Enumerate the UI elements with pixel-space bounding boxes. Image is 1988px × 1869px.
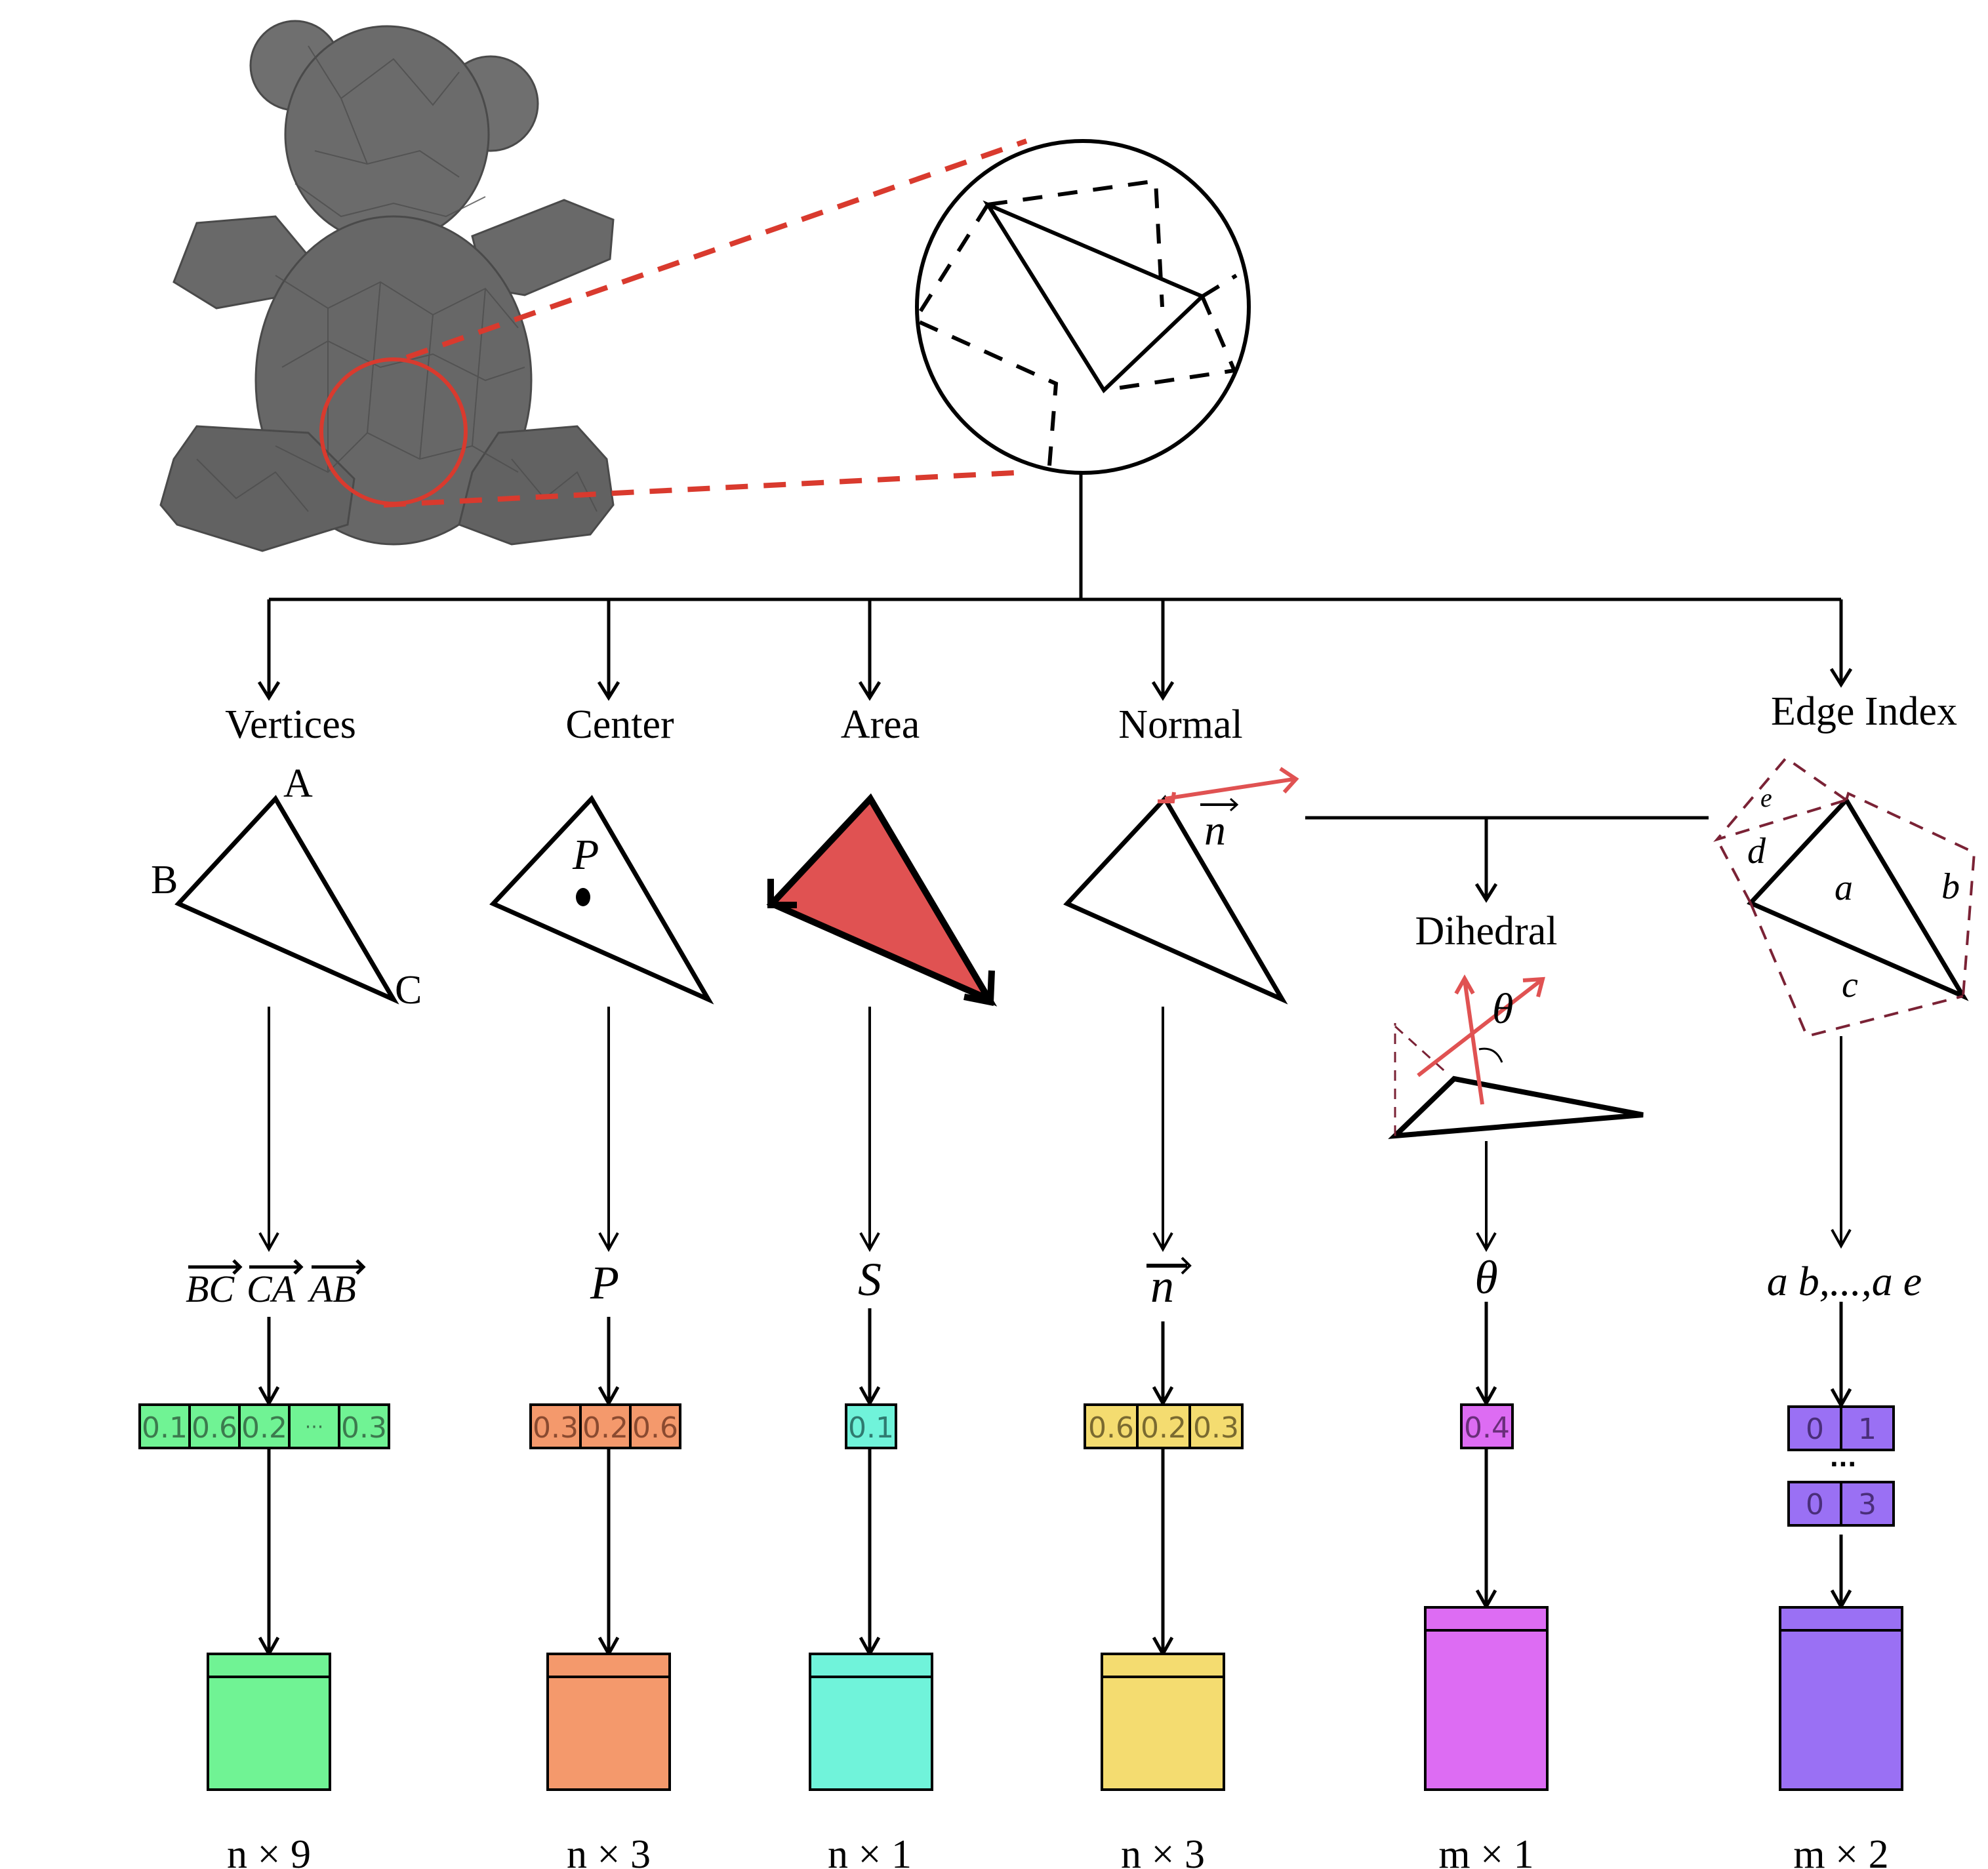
edge-index-figure: a b c d e xyxy=(1713,756,1976,1038)
symbol-bc: BC xyxy=(186,1268,235,1310)
symbol-ab: AB xyxy=(307,1268,356,1310)
branch-label-dihedral: Dihedral xyxy=(1415,909,1558,954)
dim-label-area: n × 1 xyxy=(828,1832,912,1869)
area-vector xyxy=(845,1403,897,1449)
dihedral-angle-label: θ xyxy=(1492,985,1513,1033)
tensor-area xyxy=(809,1653,933,1791)
dim-label-edge-index: m × 2 xyxy=(1793,1832,1888,1869)
vector-arrows xyxy=(258,1302,1852,1409)
vector-cell: 0.2 xyxy=(1141,1411,1187,1445)
vector-cell: 0.3 xyxy=(533,1411,578,1445)
tensor-vertices xyxy=(207,1653,331,1791)
vector-cell: ··· xyxy=(305,1416,324,1439)
area-symbol: S xyxy=(858,1253,882,1306)
edge-label-b: b xyxy=(1941,866,1960,907)
vertices-vector xyxy=(138,1403,390,1449)
pair-ellipsis: ··· xyxy=(1829,1451,1856,1478)
branch-label-edge-index: Edge Index xyxy=(1771,689,1957,734)
vertex-label-b: B xyxy=(151,858,178,902)
normal-arrow-label: n xyxy=(1204,807,1226,854)
center-vector xyxy=(529,1403,681,1449)
vector-cell: 0.1 xyxy=(142,1411,188,1445)
pair-cell: 3 xyxy=(1858,1488,1876,1521)
branch-label-vertices: Vertices xyxy=(225,702,356,747)
vector-cell: 0.6 xyxy=(632,1411,678,1445)
vector-cell: 0.2 xyxy=(241,1411,287,1445)
tensor-center xyxy=(546,1653,671,1791)
edge-label-e: e xyxy=(1760,783,1772,813)
tree-connectors xyxy=(267,473,1843,695)
teddy-bear-mesh xyxy=(159,20,615,552)
tree-arrowheads xyxy=(257,668,1853,701)
dihedral-connector xyxy=(1305,816,1709,903)
dim-label-center: n × 3 xyxy=(567,1832,651,1869)
branch-label-center: Center xyxy=(565,702,674,747)
vertices-triangle: A B C xyxy=(151,761,422,1013)
vector-cell: 0.3 xyxy=(341,1411,387,1445)
symbol-arrows xyxy=(258,1007,1852,1253)
normal-triangle: n xyxy=(1063,767,1299,1005)
vertex-label-c: C xyxy=(395,968,422,1013)
dihedral-vector xyxy=(1460,1403,1514,1449)
edge-index-pairs xyxy=(1787,1405,1895,1527)
symbol-ca: CA xyxy=(247,1268,296,1310)
edge-index-symbol: a b,...,a e xyxy=(1767,1258,1922,1304)
branch-label-normal: Normal xyxy=(1118,702,1242,747)
output-tensors xyxy=(207,1606,1903,1791)
tensor-dihedral xyxy=(1424,1606,1549,1791)
tensor-arrows xyxy=(258,1448,1852,1658)
edge-label-d: d xyxy=(1747,831,1766,872)
normal-symbol: n xyxy=(1146,1256,1192,1312)
zoom-projection-lines xyxy=(383,138,1028,508)
zoom-circle xyxy=(912,139,1251,475)
edge-label-c: c xyxy=(1842,965,1858,1005)
vector-cell: 0.3 xyxy=(1193,1411,1239,1445)
vertices-symbol: BC CA AB xyxy=(186,1259,366,1310)
normal-arrow xyxy=(1164,777,1295,801)
vector-cell: 0.1 xyxy=(848,1411,894,1445)
branch-label-area: Area xyxy=(841,702,920,747)
pair-cell: 0 xyxy=(1806,1413,1824,1446)
center-point-dot xyxy=(576,888,590,906)
dim-label-dihedral: m × 1 xyxy=(1438,1832,1533,1869)
center-point-label: P xyxy=(572,831,599,879)
normal-vector xyxy=(1084,1403,1244,1449)
pair-cell: 1 xyxy=(1858,1413,1876,1446)
normal-symbol-text: n xyxy=(1150,1260,1174,1312)
tensor-edge-index xyxy=(1779,1606,1903,1791)
vector-cell: 0.6 xyxy=(1088,1411,1134,1445)
dihedral-symbol: θ xyxy=(1474,1251,1497,1304)
center-triangle: P xyxy=(489,795,714,1005)
vector-cell: 0.4 xyxy=(1464,1411,1510,1445)
vector-cell: 0.2 xyxy=(582,1411,628,1445)
center-symbol: P xyxy=(590,1256,619,1309)
dim-label-normal: n × 3 xyxy=(1121,1832,1205,1869)
dihedral-figure: θ xyxy=(1388,974,1644,1139)
tensor-normal xyxy=(1101,1653,1225,1791)
vector-cell: 0.6 xyxy=(192,1411,237,1445)
area-triangle xyxy=(766,793,998,1007)
dim-label-vertices: n × 9 xyxy=(227,1832,311,1869)
edge-label-a: a xyxy=(1835,868,1853,908)
vertex-label-a: A xyxy=(283,761,313,806)
pair-cell: 0 xyxy=(1806,1488,1824,1521)
